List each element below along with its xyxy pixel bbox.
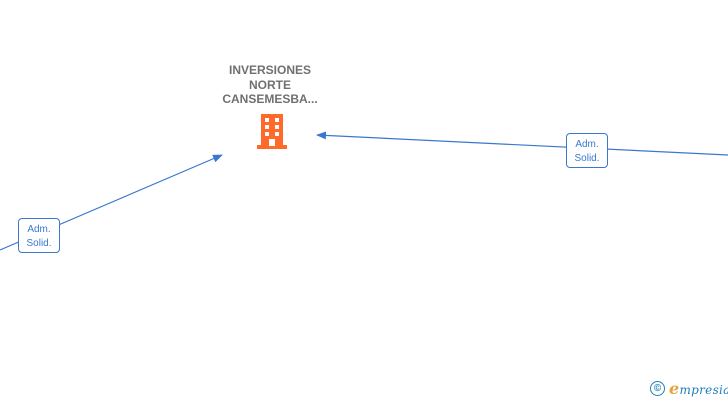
relation-label-left[interactable]: Adm. Solid. [18,218,60,253]
relation-label-left-line-1: Adm. [27,224,51,235]
relation-label-right-line-1: Adm. [575,139,599,150]
company-name-line-2: NORTE [249,77,291,92]
edge-right-to-company [316,131,728,156]
building-icon[interactable] [255,112,289,150]
brand-rest: mpresia [679,382,728,397]
copyright-icon: © [650,380,665,396]
brand-logo: empresia [669,379,728,398]
relation-label-left-line-2: Solid. [26,238,52,249]
brand-initial: e [669,378,680,398]
company-node-name[interactable]: INVERSIONES NORTE CANSEMESBA... [200,63,340,107]
relation-label-right-line-2: Solid. [574,153,600,164]
company-name-line-3: CANSEMESBA... [222,92,318,106]
company-name-line-1: INVERSIONES [228,63,312,77]
empresia-watermark: © empresia [650,378,728,398]
relation-label-right[interactable]: Adm. Solid. [566,133,608,168]
